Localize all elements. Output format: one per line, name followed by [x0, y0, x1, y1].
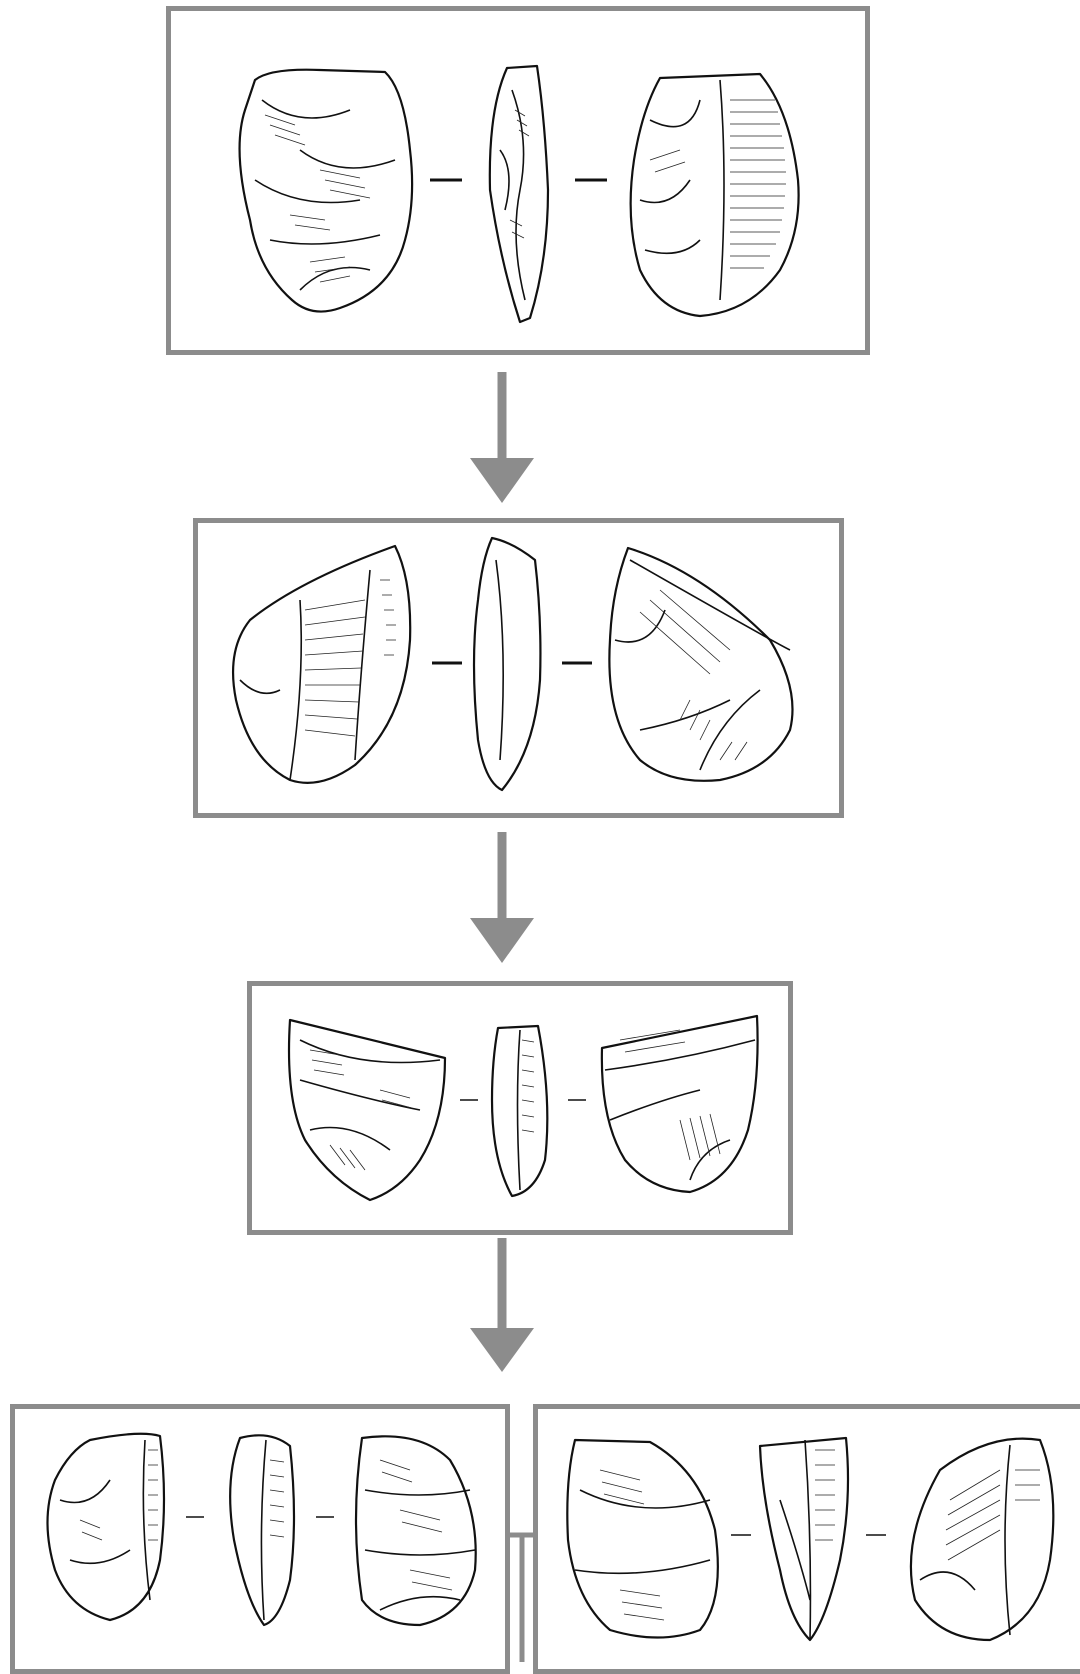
- stage-1-profile-view: [490, 66, 548, 322]
- stage-4b-ventral-view: [911, 1439, 1053, 1640]
- stage-2-ventral-view: [609, 548, 792, 781]
- arrow-2: [470, 832, 534, 963]
- stage-4a-ventral-view: [356, 1436, 476, 1625]
- stage-4b-dorsal-view: [567, 1440, 718, 1638]
- arrow-1: [470, 372, 534, 503]
- arrow-3: [470, 1238, 534, 1372]
- stage-4a-profile-view: [230, 1435, 294, 1625]
- stage-4a-dorsal-view: [48, 1434, 165, 1620]
- stage-1-ventral-view: [631, 74, 799, 316]
- stage-3-dorsal-view: [289, 1020, 445, 1200]
- stage-2-dorsal-view: [233, 546, 410, 783]
- stage-3-profile-view: [492, 1026, 547, 1196]
- stage-1-dorsal-view: [240, 70, 413, 312]
- stage-2-profile-view: [474, 538, 540, 790]
- stage-4b-profile-view: [760, 1438, 848, 1640]
- stage-3-ventral-view: [602, 1016, 758, 1192]
